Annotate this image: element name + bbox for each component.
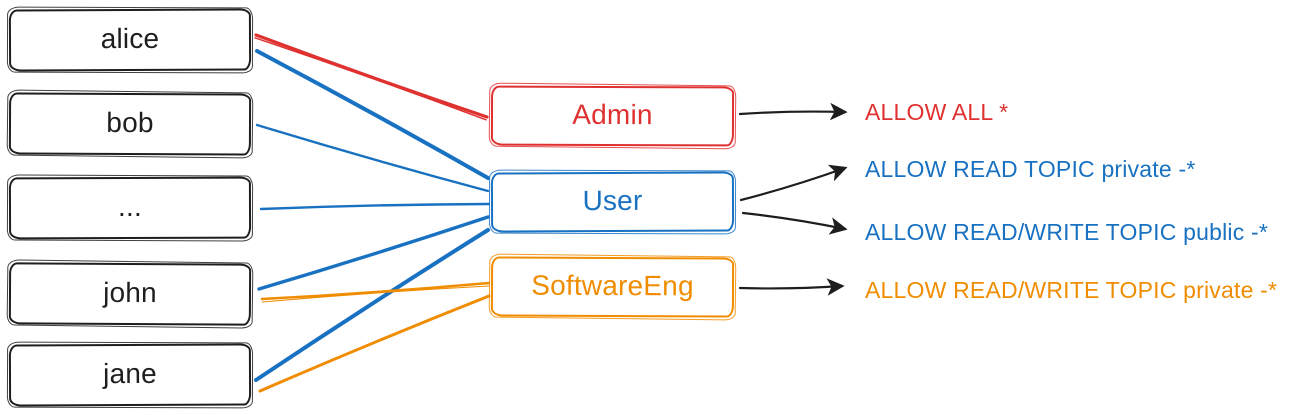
edge-alice-admin bbox=[254, 33, 489, 119]
user-box-bob: bob bbox=[8, 92, 252, 156]
role-box-user: User bbox=[490, 171, 735, 233]
edge-john-softwareeng bbox=[260, 281, 491, 301]
permission-label-allow-read-topic-private: ALLOW READ TOPIC private -* bbox=[865, 156, 1196, 182]
permission-label-allow-read-write-topic-private: ALLOW READ/WRITE TOPIC private -* bbox=[865, 277, 1278, 303]
user-box-alice: alice bbox=[8, 8, 252, 72]
arrow-admin-to-permission bbox=[738, 102, 848, 121]
edge-jane-softwareeng bbox=[258, 294, 491, 393]
edge-alice-user bbox=[255, 49, 490, 180]
user-box-john: john bbox=[8, 262, 252, 326]
arrow-user-to-permission bbox=[739, 164, 848, 202]
user-label: jane bbox=[103, 357, 157, 390]
role-label: Admin bbox=[572, 98, 653, 131]
role-label: SoftwareEng bbox=[531, 269, 694, 302]
user-box-ellipsis: ... bbox=[8, 176, 252, 240]
permission-label-allow-read-write-topic-public: ALLOW READ/WRITE TOPIC public -* bbox=[865, 219, 1269, 245]
user-label: bob bbox=[106, 106, 154, 139]
edge-ellipsis-user bbox=[259, 202, 491, 211]
role-label: User bbox=[582, 184, 643, 217]
user-label: ... bbox=[117, 190, 143, 223]
edge-sketch-stroke bbox=[254, 37, 487, 121]
user-box-jane: jane bbox=[8, 343, 252, 407]
edge-sketch-stroke bbox=[261, 285, 490, 303]
arrow-softwareeng-to-permission bbox=[738, 278, 845, 296]
edge-jane-user bbox=[254, 228, 490, 382]
user-label: john bbox=[103, 276, 157, 309]
permission-label-allow-all: ALLOW ALL * bbox=[865, 99, 1009, 125]
role-box-softwareeng: SoftwareEng bbox=[490, 256, 735, 318]
edge-bob-user bbox=[255, 123, 490, 193]
role-box-admin: Admin bbox=[490, 85, 735, 147]
arrow-user-to-permission bbox=[741, 211, 848, 235]
user-label: alice bbox=[100, 22, 160, 55]
edge-john-user bbox=[257, 215, 490, 291]
